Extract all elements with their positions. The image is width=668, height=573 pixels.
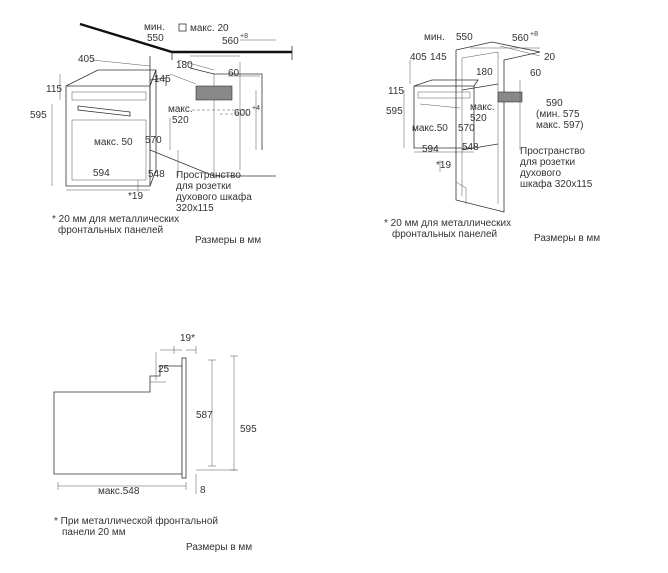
- dim2-560-sup: +8: [530, 31, 538, 38]
- space-line-1: Пространство: [176, 170, 241, 181]
- dim-max50: макс. 50: [94, 137, 133, 148]
- dim-max: макс.: [168, 104, 193, 115]
- niche-back: [189, 67, 263, 150]
- dim-570: 570: [145, 135, 162, 146]
- dim2-145: 145: [430, 52, 447, 63]
- space2-line-3: духового: [520, 168, 561, 179]
- dim2-520: 520: [470, 113, 487, 124]
- dim-550: 550: [147, 33, 164, 44]
- diagram-under-counter: мин. 550 макс. 20 560 +8 405 180 145 60 …: [30, 22, 293, 246]
- oven-panel-2: [417, 91, 471, 109]
- footnote-line-2: фронтальных панелей: [58, 224, 163, 236]
- dim-180: 180: [176, 60, 193, 71]
- countertop-side: [171, 46, 293, 60]
- oven-control-panel: [71, 91, 147, 101]
- dim-405: 405: [78, 54, 95, 65]
- units3-label: Размеры в мм: [186, 542, 252, 553]
- dim3-19-line: [160, 346, 197, 354]
- dim2-590: 590: [546, 98, 563, 109]
- dim2-550: 550: [456, 32, 473, 43]
- dim2-60: 60: [530, 68, 542, 79]
- dim2-max597: макс. 597): [536, 120, 584, 131]
- cabinet-plinth: [455, 181, 467, 204]
- cabinet-shelves: [461, 83, 499, 151]
- dim-19: *19: [128, 191, 143, 202]
- dim3-8: 8: [200, 485, 206, 496]
- dim2-115: 115: [388, 86, 404, 97]
- units-label: Размеры в мм: [195, 235, 261, 246]
- dim-min: мин.: [144, 22, 165, 33]
- dim3-595: 595: [240, 424, 257, 435]
- dim-600: 600: [234, 108, 251, 119]
- footnote2-line-2: фронтальных панелей: [392, 228, 497, 240]
- cabinet-body: [455, 50, 541, 213]
- dim3-19: 19*: [180, 333, 195, 344]
- dim2-548: 548: [462, 142, 479, 153]
- dim3-25-line: [150, 352, 166, 383]
- dim-548: 548: [148, 169, 165, 180]
- oven-top-2: [413, 79, 479, 87]
- dim2-max50: макс.50: [412, 123, 448, 134]
- dim-145: 145: [154, 74, 171, 85]
- dim-lines-right: [169, 39, 276, 176]
- units2-label: Размеры в мм: [534, 233, 600, 244]
- dim-520: 520: [172, 115, 189, 126]
- dim2-min575: (мин. 575: [536, 109, 580, 120]
- oven-front-2: [413, 85, 475, 149]
- dim-lines-2: [403, 45, 541, 172]
- oven-door: [71, 119, 147, 181]
- oven-top: [65, 69, 157, 87]
- diagram-side-section: 19* 25 587 595 макс.548 8 * При металлич…: [53, 333, 257, 553]
- space2-line-2: для розетки: [520, 157, 575, 168]
- socket-area-shading: [195, 85, 233, 101]
- diagram-tall-cabinet: мин. 550 560 +8 20 405 145 180 60 115 59…: [384, 31, 600, 244]
- dim2-20: 20: [544, 52, 556, 63]
- dim2-19: *19: [436, 160, 451, 171]
- niche-walls: [213, 62, 241, 176]
- dim2-max: макс.: [470, 102, 495, 113]
- dim3-max548: макс.548: [98, 486, 140, 497]
- dim2-180: 180: [476, 67, 493, 78]
- max20-marker: [178, 23, 187, 32]
- space-line-2: для розетки: [176, 181, 231, 192]
- dim3-548-line: [57, 482, 187, 490]
- space2-line-1: Пространство: [520, 146, 585, 157]
- socket-guides: [192, 109, 248, 115]
- dim-560: 560: [222, 36, 239, 47]
- cabinet-top: [455, 41, 541, 53]
- oven-front-panel: [181, 357, 187, 479]
- dim-max20: макс. 20: [190, 23, 229, 34]
- footnote2-line-1: * 20 мм для металлических: [384, 218, 511, 229]
- dim3-587: 587: [196, 410, 213, 421]
- footnote3-line-1: * При металлической фронтальной: [54, 515, 218, 527]
- dim2-405: 405: [410, 52, 427, 63]
- dim3-25: 25: [158, 364, 170, 375]
- cabinet-inner: [461, 51, 499, 204]
- dim3-587-line: [208, 359, 216, 467]
- space2-line-4: шкафа 320x115: [520, 178, 593, 190]
- dim3-595-line: [230, 355, 238, 471]
- mount-bracket: [149, 77, 167, 86]
- dim2-560: 560: [512, 33, 529, 44]
- oven-side: [149, 69, 157, 187]
- dim-60: 60: [228, 68, 240, 79]
- dim-594: 594: [93, 168, 110, 179]
- dim-560-sup: +8: [240, 33, 248, 40]
- footnote-line-1: * 20 мм для металлических: [52, 214, 179, 225]
- dim-600-sup: +4: [252, 105, 260, 112]
- dim-115: 115: [46, 84, 62, 95]
- dim-595: 595: [30, 110, 47, 121]
- dim2-min: мин.: [424, 32, 445, 43]
- dim-lines-left: [51, 59, 151, 192]
- socket-area-shading-2: [497, 91, 523, 103]
- dim2-594: 594: [422, 144, 439, 155]
- dim2-595: 595: [386, 106, 403, 117]
- space-line-4: 320x115: [176, 203, 214, 214]
- footnote3-line-2: панели 20 мм: [62, 527, 126, 538]
- oven-handle: [77, 105, 131, 117]
- dim3-8-line: [195, 469, 236, 494]
- dim2-570: 570: [458, 123, 475, 134]
- space-line-3: духового шкафа: [176, 191, 252, 203]
